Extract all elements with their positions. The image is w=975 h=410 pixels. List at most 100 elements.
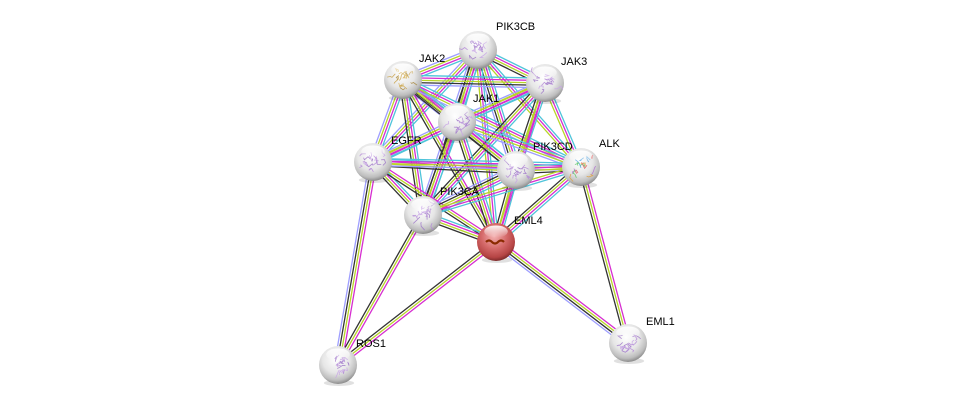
node-ros1[interactable]: ROS1 [319,338,386,386]
protein-structure-icon [569,154,597,182]
node-jak3[interactable]: JAK3 [526,56,587,104]
edge-line-known-experimental [339,215,426,367]
edge-line-coexpression [336,161,373,366]
node-pik3cb[interactable]: PIK3CB [459,21,535,71]
edge-alk-eml1[interactable] [578,165,631,345]
edge-line-known-experimental [497,238,631,341]
domain-squiggle-icon [485,239,505,245]
edge-egfr-ros1[interactable] [333,160,378,367]
edge-line-known-curated [481,47,522,170]
edge-line-textmining [477,49,517,171]
edge-line-known-experimental [457,120,498,243]
node-label: EML4 [514,215,543,227]
edge-line-textmining [401,80,582,169]
sphere-highlight [484,225,508,238]
node-label: EML1 [646,316,675,328]
sphere-highlight [533,66,557,79]
sphere-highlight [445,105,469,118]
edge-line-known-experimental [373,50,480,164]
node-jak2[interactable]: JAK2 [384,53,445,101]
edge-line-coexpression [492,163,580,240]
edge-line-textmining [337,241,497,366]
edge-jak2-alk[interactable] [400,76,584,171]
edge-line-coexpression [372,164,517,175]
edge-line-homology [402,84,546,89]
node-label: ALK [599,138,620,150]
node-label: JAK1 [473,93,499,105]
sphere-highlight [361,145,385,158]
edge-line-homology [400,82,581,171]
edge-line-textmining [337,214,424,366]
edge-line-known-curated [372,157,582,165]
node-label: ROS1 [356,338,386,350]
edge-line-coexpression [335,239,496,364]
edge-line-textmining [402,79,497,243]
sphere-highlight [466,33,490,46]
edge-line-textmining [580,166,629,344]
sphere-highlight [411,198,435,211]
node-eml1[interactable]: EML1 [609,316,675,364]
edge-line-homology [333,160,371,366]
node-eml4[interactable]: EML4 [477,215,543,263]
edge-line-known-experimental [373,159,498,241]
edge-line-coexpression [335,213,422,365]
edge-pik3cb-egfr[interactable] [369,46,482,166]
edge-line-coexpression [452,122,494,244]
edge-line-textmining [455,122,582,169]
protein-structure-icon [616,334,641,353]
edge-pik3ca-ros1[interactable] [335,213,426,367]
edge-line-known-curated [402,74,546,79]
edge-line-homology [493,244,627,347]
sphere-highlight [391,63,415,76]
sphere-highlight [326,348,350,361]
edge-line-coexpression [494,242,628,345]
edge-line-textmining [421,164,581,214]
node-label: JAK3 [561,56,587,68]
edge-pik3cb-alk[interactable] [475,47,584,170]
edge-line-textmining [496,240,630,343]
node-label: PIK3CD [533,141,573,153]
edge-line-textmining [475,50,580,170]
edge-line-known-experimental [338,243,499,368]
edge-line-known-experimental [477,49,582,168]
edge-line-known-curated [479,47,584,167]
edge-line-known-experimental [403,79,425,216]
node-label: PIK3CA [440,186,480,198]
edge-line-coexpression [578,166,627,345]
protein-structure-icon [503,156,531,184]
edge-eml4-eml1[interactable] [493,238,631,347]
edge-line-textmining [371,48,478,162]
node-pik3ca[interactable]: PIK3CA [404,186,480,236]
edge-line-textmining [402,79,546,84]
edge-line-known-experimental [456,120,583,167]
edge-line-known-curated [457,117,583,165]
edge-line-known-experimental [340,161,378,367]
edge-eml4-ros1[interactable] [335,239,499,368]
sphere-highlight [616,326,640,339]
edge-jak2-jak3[interactable] [402,74,546,89]
edge-line-textmining [338,161,375,366]
edge-line-textmining [455,121,496,244]
node-label: JAK2 [419,53,445,65]
node-pik3cd[interactable]: PIK3CD [497,141,573,191]
node-alk[interactable]: ALK [562,138,620,188]
edge-line-known-experimental [582,165,631,344]
edge-line-known-experimental [402,76,546,82]
edge-line-homology [369,46,477,161]
edge-jak1-eml4[interactable] [452,120,501,244]
node-jak1[interactable]: JAK1 [438,93,499,143]
edge-line-known-curated [403,76,584,165]
edge-line-known-experimental [479,48,519,170]
edge-line-known-experimental [422,166,582,216]
edge-line-known-curated [423,168,583,218]
edge-line-known-curated [459,120,501,242]
edge-line-known-curated [374,51,482,166]
sphere-highlight [569,150,593,163]
node-label: PIK3CB [496,21,535,33]
node-egfr[interactable]: EGFR [354,135,422,183]
edge-line-known-curated [497,169,585,246]
edge-line-coexpression [402,81,546,87]
edge-alk-pik3ca[interactable] [421,164,583,218]
